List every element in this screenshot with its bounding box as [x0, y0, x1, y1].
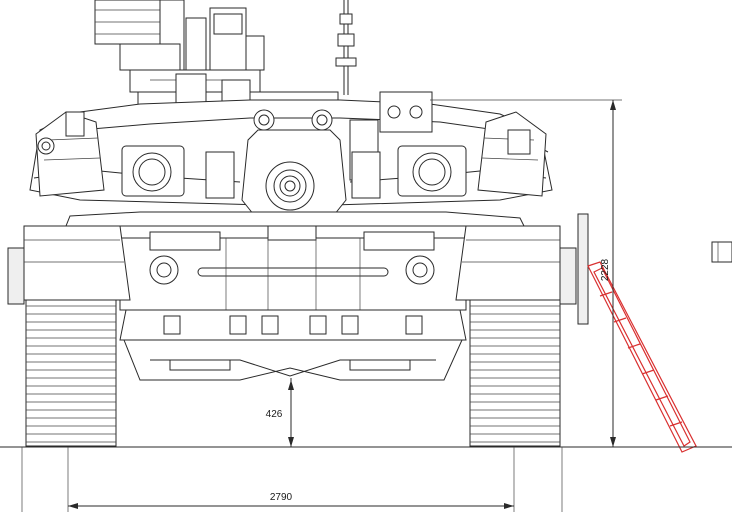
- height-dimension: 2228: [430, 99, 622, 447]
- hull-front: [65, 211, 525, 381]
- left-track-assembly: [7, 225, 131, 447]
- track-width-dimension: 2790: [21, 447, 563, 512]
- ground-clearance-label: 426: [266, 409, 283, 420]
- height-label: 2228: [600, 258, 611, 281]
- highlighted-ladder: [587, 261, 697, 453]
- track-width-label: 2790: [270, 492, 293, 503]
- ground-clearance-dimension: 426: [266, 378, 294, 447]
- turret-optics: [121, 109, 467, 221]
- detached-part: [711, 241, 732, 263]
- turret-top-equipment: [94, 0, 357, 107]
- right-track-assembly: [455, 213, 589, 447]
